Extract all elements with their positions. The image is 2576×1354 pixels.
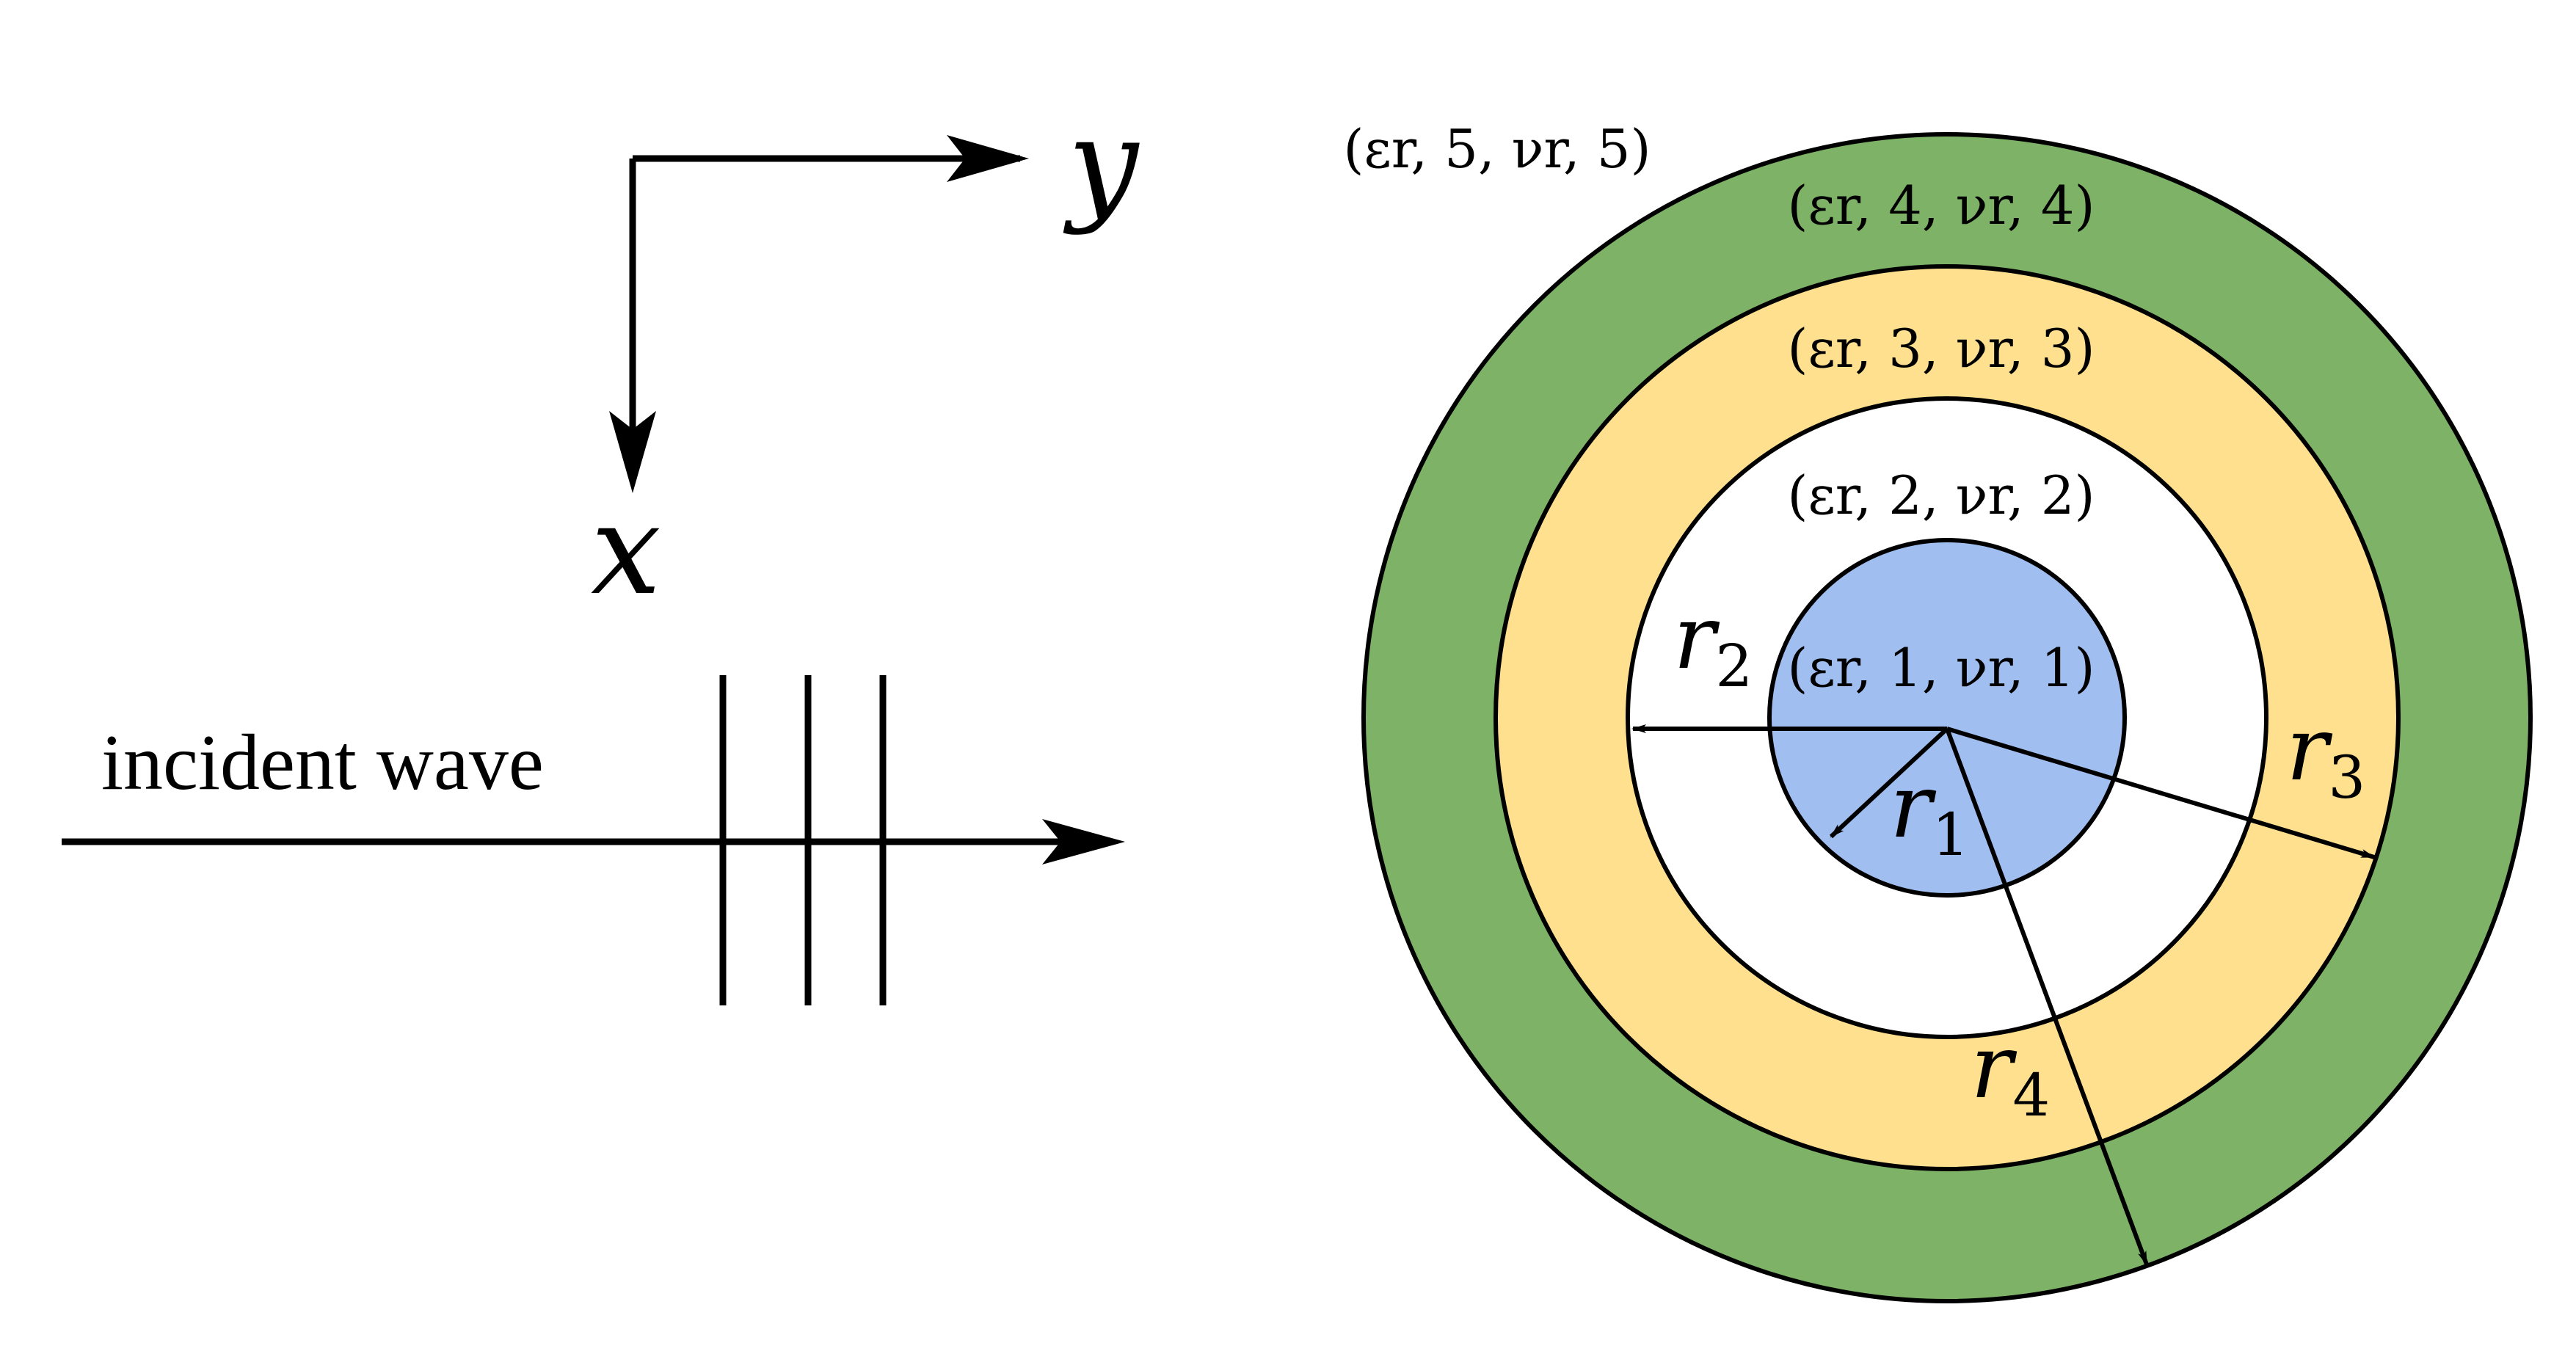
radius-r2-label: r2	[1673, 587, 1753, 700]
x-axis-arrowhead	[609, 411, 656, 493]
radius-r4-label: r4	[1971, 1016, 2050, 1129]
incident-wave-label: incident wave	[101, 719, 544, 807]
x-axis-label: x	[591, 478, 661, 623]
layer-2-label: (εr, 2, νr, 2)	[1787, 465, 2095, 526]
radius-r1-label: r1	[1890, 756, 1969, 869]
incident-wave-arrowhead	[1042, 819, 1125, 865]
layer-4-label: (εr, 4, νr, 4)	[1787, 175, 2095, 236]
radius-r4-arrow	[1945, 727, 2149, 1266]
layered-cylinder: r1 r2 r3 r4 (εr, 1, νr, 1) (εr, 2, νr, 2…	[1343, 118, 2533, 1303]
layer-1-label: (εr, 1, νr, 1)	[1787, 637, 2095, 699]
layer-1-core	[1767, 538, 2127, 898]
incident-wave: incident wave	[62, 675, 1125, 1005]
layer-3-label: (εr, 3, νr, 3)	[1787, 318, 2095, 379]
layer-5-label: (εr, 5, νr, 5)	[1343, 118, 1651, 180]
radius-r3-arrow	[1946, 727, 2376, 859]
y-axis-label: y	[1063, 92, 1140, 237]
coordinate-axes: y x	[591, 92, 1140, 623]
y-axis-arrowhead	[947, 135, 1029, 182]
radius-r1-arrow	[1829, 727, 1949, 839]
radius-r3-label: r3	[2286, 699, 2365, 812]
